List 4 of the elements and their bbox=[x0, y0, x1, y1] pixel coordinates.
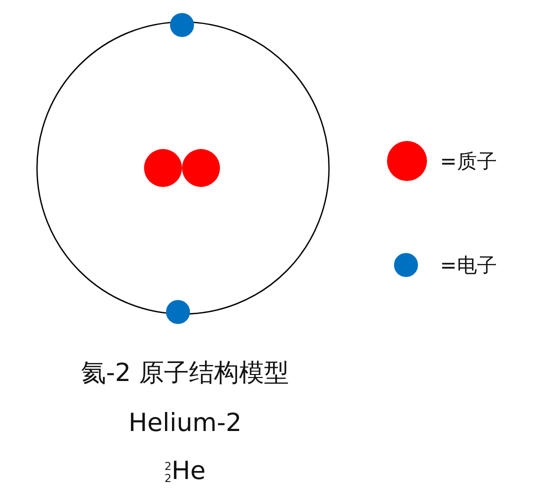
isotope-name: Helium-2 bbox=[128, 408, 242, 436]
title: 氦-2 原子结构模型 bbox=[81, 356, 289, 388]
legend-label: =质子 bbox=[440, 148, 497, 175]
legend-label: =电子 bbox=[440, 252, 497, 279]
